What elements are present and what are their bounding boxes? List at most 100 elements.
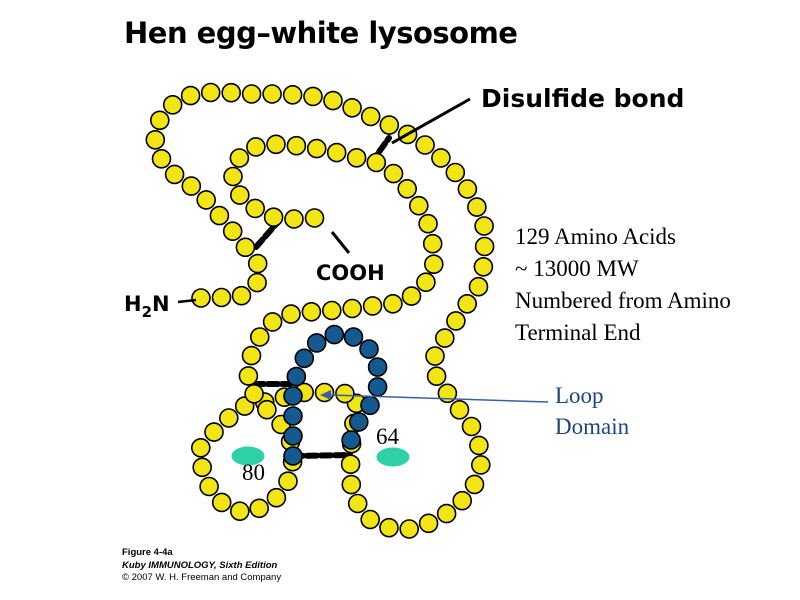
- amino-acid-residue: [434, 328, 455, 348]
- loop-residue: [294, 348, 315, 369]
- loop-residue: [367, 377, 388, 397]
- amino-acid-residue: [200, 82, 221, 103]
- amino-acid-residue: [199, 476, 219, 497]
- amino-acid-residue: [446, 311, 466, 331]
- amino-acid-residue: [306, 138, 327, 159]
- loop-residue: [367, 357, 388, 377]
- amino-acid-residue: [151, 149, 172, 169]
- amino-acid-residue: [473, 256, 494, 277]
- amino-acid-residue: [342, 298, 363, 319]
- info-line: ~ 13000 MW: [515, 256, 639, 281]
- loop-domain: [283, 324, 388, 466]
- amino-acid-residue: [383, 293, 403, 314]
- amino-acid-residue: [340, 454, 361, 475]
- amino-acid-residue: [164, 164, 185, 185]
- info-line: 129 Amino Acids: [515, 224, 677, 249]
- amino-acid-residue: [431, 148, 451, 168]
- amino-acid-residue: [423, 254, 444, 275]
- info-line: Terminal End: [515, 320, 641, 345]
- amino-acid-residue: [379, 517, 399, 538]
- amino-acid-residue: [347, 493, 368, 514]
- amino-acid-residue: [422, 233, 443, 254]
- amino-acid-residue: [219, 408, 239, 428]
- figure-number: Figure 4-4a: [122, 547, 173, 558]
- amino-acid-residue: [266, 487, 287, 508]
- amino-acid-residue: [304, 208, 325, 228]
- amino-acid-residue: [408, 195, 429, 216]
- amino-acid-residue: [211, 492, 232, 513]
- amino-acid-residue: [303, 86, 323, 107]
- amino-acid-residue: [196, 190, 216, 210]
- amino-acid-residue: [326, 142, 347, 163]
- amino-acid-residue: [426, 366, 447, 387]
- amino-acid-residue: [150, 110, 170, 131]
- amino-acid-residue: [418, 213, 438, 234]
- residue-80-label: 80: [242, 460, 265, 485]
- loop-residue: [283, 386, 303, 406]
- amino-acid-residue: [192, 457, 212, 478]
- amino-acid-residue: [266, 134, 286, 155]
- amino-acid-residue: [262, 84, 282, 104]
- amino-acid-residue: [360, 106, 381, 127]
- amino-acid-residue: [474, 216, 494, 236]
- amino-acid-residue: [247, 272, 267, 293]
- epitope-markers: [230, 445, 411, 468]
- amino-acid-residue: [474, 236, 495, 257]
- loop-arrowhead: [320, 390, 331, 400]
- loop-residue: [306, 333, 327, 353]
- amino-acid-residue: [383, 163, 404, 184]
- amino-acid-residue: [449, 399, 470, 420]
- amino-acid-residue: [231, 285, 252, 306]
- cooh-terminus-label: COOH: [316, 261, 385, 285]
- loop-residue: [343, 327, 364, 347]
- amino-acid-residue: [249, 327, 270, 347]
- diagram-title: Hen egg–white lysosome: [124, 16, 518, 50]
- amino-acid-residue: [468, 276, 489, 297]
- amino-acid-residue: [204, 422, 224, 442]
- amino-acid-residue: [238, 366, 259, 386]
- amino-acid-residue: [323, 90, 343, 111]
- amino-acid-residue: [191, 437, 211, 458]
- amino-acid-residue: [235, 237, 256, 258]
- amino-acid-residue: [335, 383, 355, 404]
- amino-acid-residue: [445, 162, 466, 183]
- loop-residue: [348, 412, 369, 432]
- loop-residue: [324, 324, 345, 345]
- loop-residue: [360, 395, 380, 416]
- amino-acid-residue: [241, 345, 262, 366]
- amino-acid-residue: [399, 519, 420, 539]
- amino-acid-residue: [282, 85, 303, 105]
- amino-acid-residue: [464, 474, 485, 495]
- amino-acid-residue: [301, 301, 322, 322]
- amino-acid-residue: [246, 137, 266, 157]
- amino-acid-residue: [281, 304, 301, 324]
- amino-acid-residue: [247, 253, 268, 274]
- amino-acid-residue: [145, 130, 166, 150]
- disulfide-bond: [253, 220, 280, 250]
- amino-acid-residue: [262, 312, 283, 332]
- disulfide-pointer-line: [391, 97, 471, 145]
- epitope-marker-80: [230, 445, 266, 467]
- loop-residue: [283, 406, 303, 426]
- amino-acid-residue: [229, 148, 250, 168]
- amino-acid-residue: [342, 98, 362, 118]
- amino-acid-residue: [223, 166, 243, 187]
- amino-acid-residue: [180, 85, 201, 106]
- amino-acid-residue: [436, 503, 457, 524]
- amino-acid-residue: [245, 198, 265, 219]
- amino-acid-residue: [249, 498, 270, 519]
- amino-acid-residue: [321, 300, 342, 321]
- amino-acid-residue: [191, 288, 211, 308]
- amino-acid-chain: [145, 82, 495, 539]
- loop-residue: [283, 426, 303, 446]
- loop-residue: [283, 446, 303, 466]
- amino-acid-residue: [415, 135, 435, 155]
- amino-acid-residue: [467, 197, 487, 217]
- amino-acid-residue: [470, 455, 491, 475]
- amino-acid-residue: [222, 221, 243, 241]
- amino-acid-residue: [461, 416, 482, 437]
- amino-acid-residue: [469, 435, 489, 456]
- loop-domain-label: Loop Domain: [555, 383, 630, 439]
- amino-acid-residue: [418, 513, 439, 534]
